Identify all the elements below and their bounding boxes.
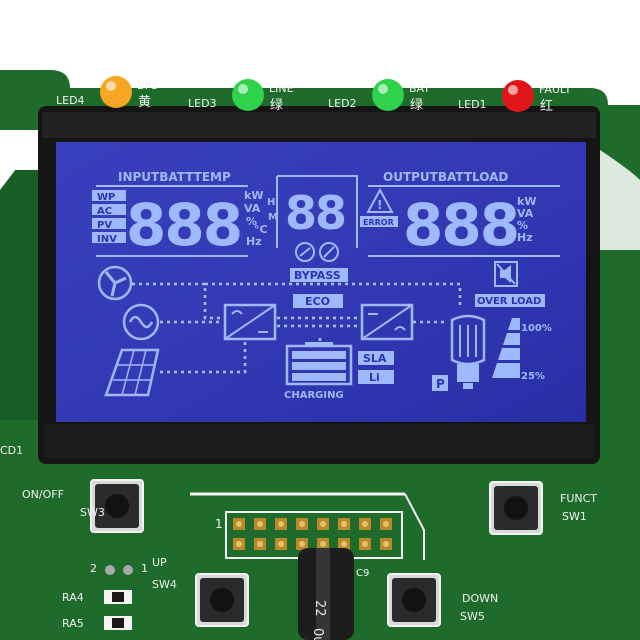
pcb-left-edge — [0, 140, 38, 420]
hm-m: M — [268, 212, 278, 223]
resistor-ra4 — [104, 590, 132, 604]
button-label: UP — [152, 556, 167, 569]
right-unit: VA — [517, 207, 534, 220]
button-sw1[interactable] — [489, 481, 543, 535]
right-unit: Hz — [517, 231, 533, 244]
load-level-bar — [492, 318, 520, 378]
left-unit: % — [246, 215, 257, 228]
button-ref: SW4 — [152, 578, 177, 591]
charger-converter-icon — [223, 303, 277, 341]
led-ref-led3: LED3 — [188, 97, 217, 110]
source-ac: AC — [97, 206, 112, 217]
hm-h: H — [267, 197, 275, 208]
capacitor-label: C9 — [356, 568, 369, 579]
right-unit: % — [517, 219, 528, 232]
cd-label: CD1 — [0, 444, 23, 457]
source-pv: PV — [97, 220, 112, 231]
load-100-label: 100% — [521, 323, 552, 334]
battery-icon — [285, 342, 353, 386]
charging-label: CHARGING — [284, 390, 344, 401]
led-bat — [372, 79, 404, 111]
overload-label: OVER LOAD — [477, 296, 541, 307]
button-sw5[interactable] — [387, 573, 441, 627]
resistor-ra5 — [104, 616, 132, 630]
lcd-input-title: INPUTBATTTEMP — [118, 170, 231, 184]
lcd-right-digits: 888 — [403, 191, 518, 259]
svg-text:22: 22 — [312, 600, 327, 617]
header-pin1-label: 1 — [215, 517, 223, 531]
led-label: BAT — [409, 82, 430, 95]
led-fault — [502, 80, 534, 112]
fan-small-icon — [295, 242, 315, 262]
bypass-label: BYPASS — [294, 269, 341, 282]
led-line — [232, 79, 264, 111]
pin-mark-2: 2 — [90, 562, 97, 575]
led-bps — [100, 76, 132, 108]
led-label: FAULT — [539, 83, 572, 96]
wrench-icon — [319, 242, 339, 262]
left-unit: Hz — [246, 235, 262, 248]
button-ref: SW3 — [80, 506, 105, 519]
led-ref-led1: LED1 — [458, 98, 487, 111]
electrolytic-capacitor: 22 0uF — [298, 548, 354, 640]
left-unit: VA — [244, 202, 261, 215]
lcd-center-digits: 88 — [285, 186, 345, 240]
error-label: ERROR — [363, 218, 394, 227]
source-inv: INV — [97, 234, 117, 245]
inverter-icon — [360, 303, 414, 341]
button-sw4[interactable] — [195, 573, 249, 627]
wind-turbine-icon — [97, 265, 133, 301]
warning-icon — [366, 187, 394, 213]
load-25-label: 25% — [521, 371, 545, 382]
button-label: DOWN — [462, 592, 498, 605]
battery-type-li: Li — [369, 371, 380, 384]
led-sublabel: 绿 — [410, 98, 423, 113]
button-sw3[interactable] — [90, 479, 144, 533]
speaker-muted-icon — [494, 261, 518, 287]
led-sublabel: 绿 — [270, 98, 283, 113]
lcd-output-title: OUTPUTBATTLOAD — [383, 170, 508, 184]
lcd-left-digits: 888 — [126, 191, 241, 259]
ac-source-icon — [122, 303, 160, 341]
button-ref: SW1 — [562, 510, 587, 523]
button-label: ON/OFF — [22, 488, 64, 501]
led-sublabel: 红 — [540, 98, 553, 114]
button-ref: SW5 — [460, 610, 485, 623]
svg-text:!: ! — [377, 198, 382, 212]
led-label: BPS — [137, 79, 158, 92]
battery-type-sla: SLA — [363, 352, 387, 365]
pin-mark-1: 1 — [141, 562, 148, 575]
load-bulb-icon — [450, 314, 486, 389]
resistor-ra4-label: RA4 — [62, 591, 84, 604]
left-unit: kW — [244, 189, 263, 202]
led-sublabel: 黄 — [138, 95, 151, 110]
solar-panel-icon — [104, 348, 160, 397]
button-label: FUNCT — [560, 492, 597, 505]
led-label: LINE — [269, 82, 294, 95]
right-unit: kW — [517, 195, 536, 208]
svg-text:0uF: 0uF — [310, 628, 325, 640]
led-ref-led2: LED2 — [328, 97, 357, 110]
left-unit: °C — [254, 223, 268, 236]
eco-label: ECO — [305, 295, 330, 308]
power-saving-label: P — [436, 377, 445, 391]
source-wp: WP — [97, 192, 115, 203]
led-ref-led4: LED4 — [56, 94, 85, 107]
resistor-ra5-label: RA5 — [62, 617, 84, 630]
